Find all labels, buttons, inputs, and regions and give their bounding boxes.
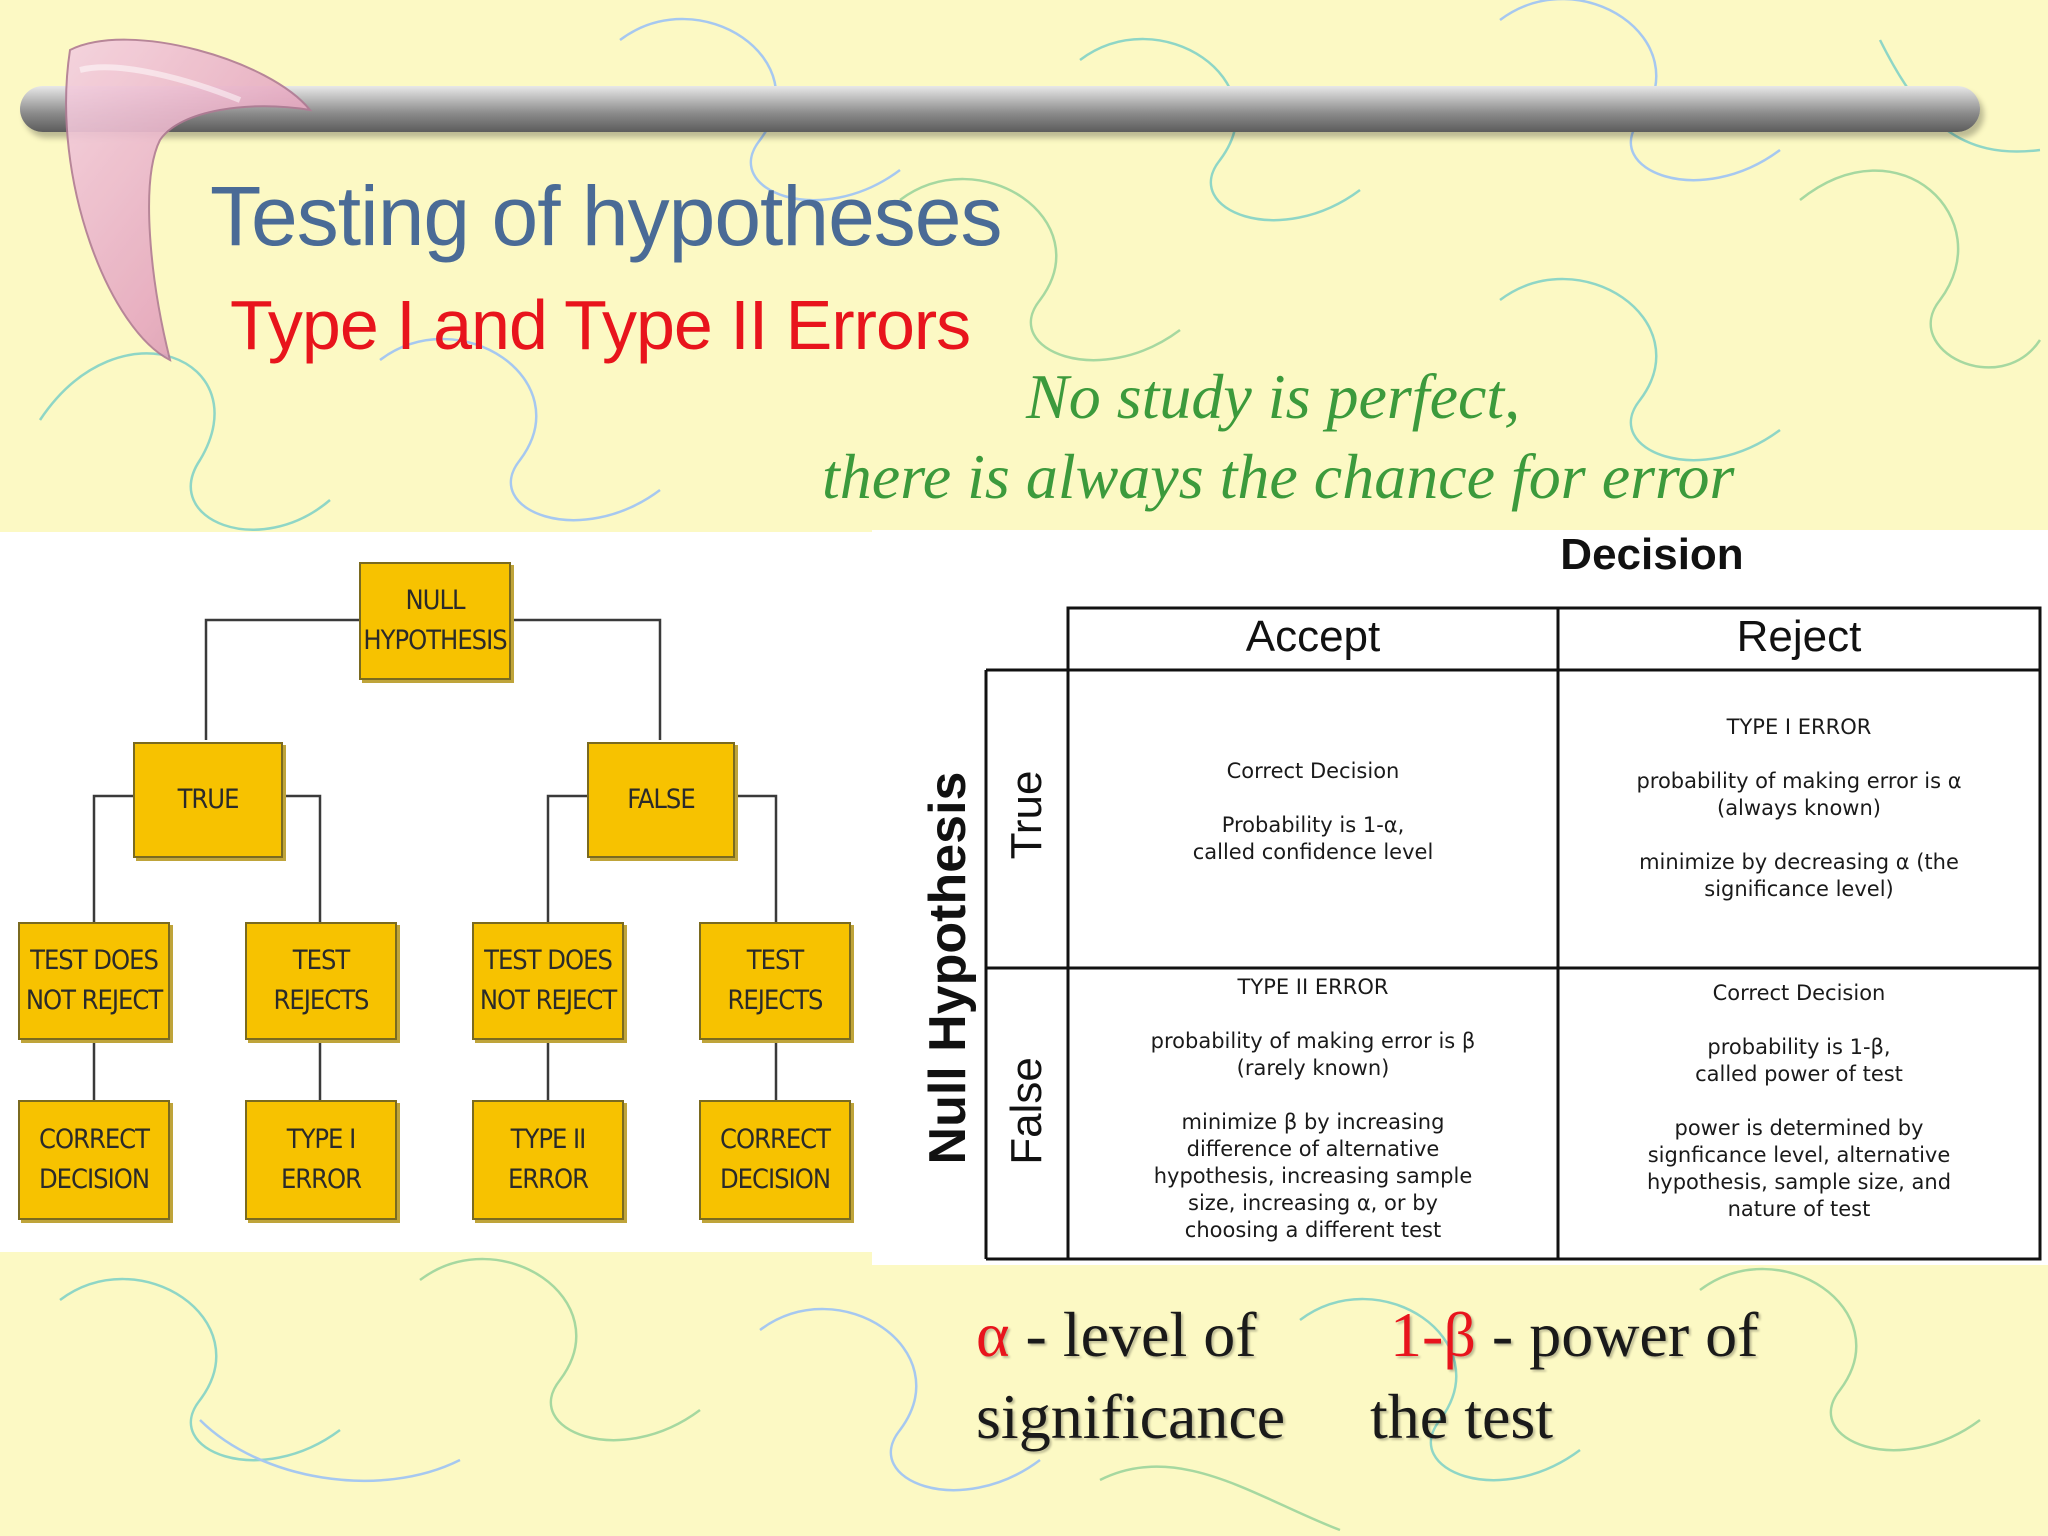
decision-table-grid bbox=[984, 606, 2042, 1261]
decision-header: Decision bbox=[1560, 530, 1744, 579]
node-type-i-error: TYPE I ERROR bbox=[245, 1100, 397, 1220]
node-false: FALSE bbox=[587, 742, 735, 858]
header-bar bbox=[20, 86, 1980, 132]
error-flowchart: NULL HYPOTHESIS TRUE FALSE TEST DOES NOT… bbox=[0, 532, 872, 1252]
alpha-note-line-1: α - level of bbox=[976, 1298, 1257, 1372]
node-correct-decision-2: CORRECT DECISION bbox=[699, 1100, 851, 1220]
node-false-test-does-not-reject: TEST DOES NOT REJECT bbox=[472, 922, 624, 1040]
node-true: TRUE bbox=[133, 742, 283, 858]
alpha-symbol: α bbox=[976, 1299, 1010, 1370]
slide-subtitle: Type I and Type II Errors bbox=[230, 286, 971, 364]
flowchart-connectors bbox=[92, 618, 778, 1100]
node-correct-decision-1: CORRECT DECISION bbox=[18, 1100, 170, 1220]
beta-note-line-1: 1-β - power of bbox=[1390, 1298, 1758, 1372]
beta-note-text-1: - power of bbox=[1475, 1299, 1759, 1370]
node-false-test-rejects: TEST REJECTS bbox=[699, 922, 851, 1040]
node-type-ii-error: TYPE II ERROR bbox=[472, 1100, 624, 1220]
cell-false-accept: TYPE II ERROR probability of making erro… bbox=[1150, 975, 1476, 1242]
beta-note-line-2: the test bbox=[1370, 1381, 1554, 1452]
slide-title: Testing of hypotheses bbox=[210, 169, 1003, 263]
quote-line-2: there is always the chance for error bbox=[822, 441, 1735, 512]
boomerang-logo-icon bbox=[65, 38, 313, 362]
node-null-hypothesis: NULL HYPOTHESIS bbox=[359, 562, 511, 680]
row-true: True bbox=[1002, 770, 1051, 860]
quote-line-1: No study is perfect, bbox=[1026, 361, 1521, 432]
column-reject: Reject bbox=[1736, 612, 1862, 661]
cell-true-reject: TYPE I ERROR probability of making error… bbox=[1636, 715, 1962, 901]
row-false: False bbox=[1002, 1057, 1051, 1165]
decision-table: Decision Accept Reject Null Hypothesis T… bbox=[872, 530, 2048, 1265]
alpha-note-text-1: - level of bbox=[1009, 1299, 1257, 1370]
beta-symbol: 1-β bbox=[1390, 1299, 1476, 1370]
cell-true-accept: Correct Decision Probability is 1-α, cal… bbox=[1192, 759, 1434, 864]
column-accept: Accept bbox=[1245, 612, 1381, 661]
alpha-note-line-2: significance bbox=[976, 1381, 1286, 1452]
cell-false-reject: Correct Decision probability is 1-β, cal… bbox=[1646, 981, 1952, 1221]
row-axis-null-hypothesis: Null Hypothesis bbox=[919, 771, 977, 1165]
node-true-test-rejects: TEST REJECTS bbox=[245, 922, 397, 1040]
node-true-test-does-not-reject: TEST DOES NOT REJECT bbox=[18, 922, 170, 1040]
